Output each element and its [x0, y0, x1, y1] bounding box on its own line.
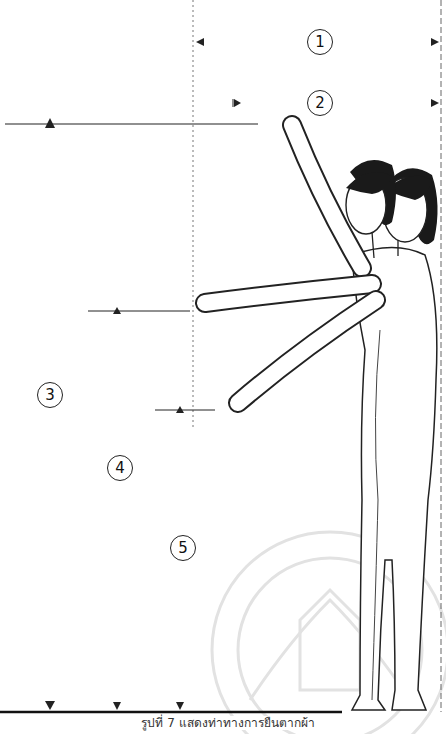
neck	[372, 232, 398, 258]
arm-outline	[238, 300, 376, 403]
height-line	[5, 123, 258, 124]
height-marker	[45, 701, 55, 710]
hair	[346, 172, 392, 194]
watermark-arc	[250, 600, 410, 700]
arm-group	[205, 125, 376, 403]
ground-line	[0, 711, 342, 714]
height-line	[88, 311, 190, 312]
dimension-tick	[233, 99, 234, 107]
reference-line	[193, 0, 194, 430]
height-marker	[113, 702, 121, 710]
body-outline	[372, 330, 380, 700]
dimension-arrow	[234, 99, 241, 107]
figure-caption: รูปที่ 7 แสดงท่าทางการยืนตากผ้า	[138, 716, 317, 730]
arm-outline	[205, 284, 372, 303]
height-marker	[176, 406, 184, 413]
dimension-arrow	[196, 38, 204, 46]
arm-fill	[205, 284, 372, 303]
dimension-arrow	[431, 38, 439, 46]
callout-number: 4	[107, 455, 133, 481]
callout-number: 1	[307, 29, 333, 55]
arm-fill	[238, 300, 376, 403]
callout-number: 3	[37, 382, 63, 408]
dimension-arrow	[431, 99, 439, 107]
height-marker	[45, 118, 55, 128]
callout-number: 5	[170, 535, 196, 561]
reference-line	[441, 0, 442, 712]
height-marker	[113, 307, 121, 314]
callout-number: 2	[307, 90, 333, 116]
height-line	[155, 410, 215, 411]
height-marker	[176, 702, 184, 710]
watermark-building	[300, 590, 360, 690]
